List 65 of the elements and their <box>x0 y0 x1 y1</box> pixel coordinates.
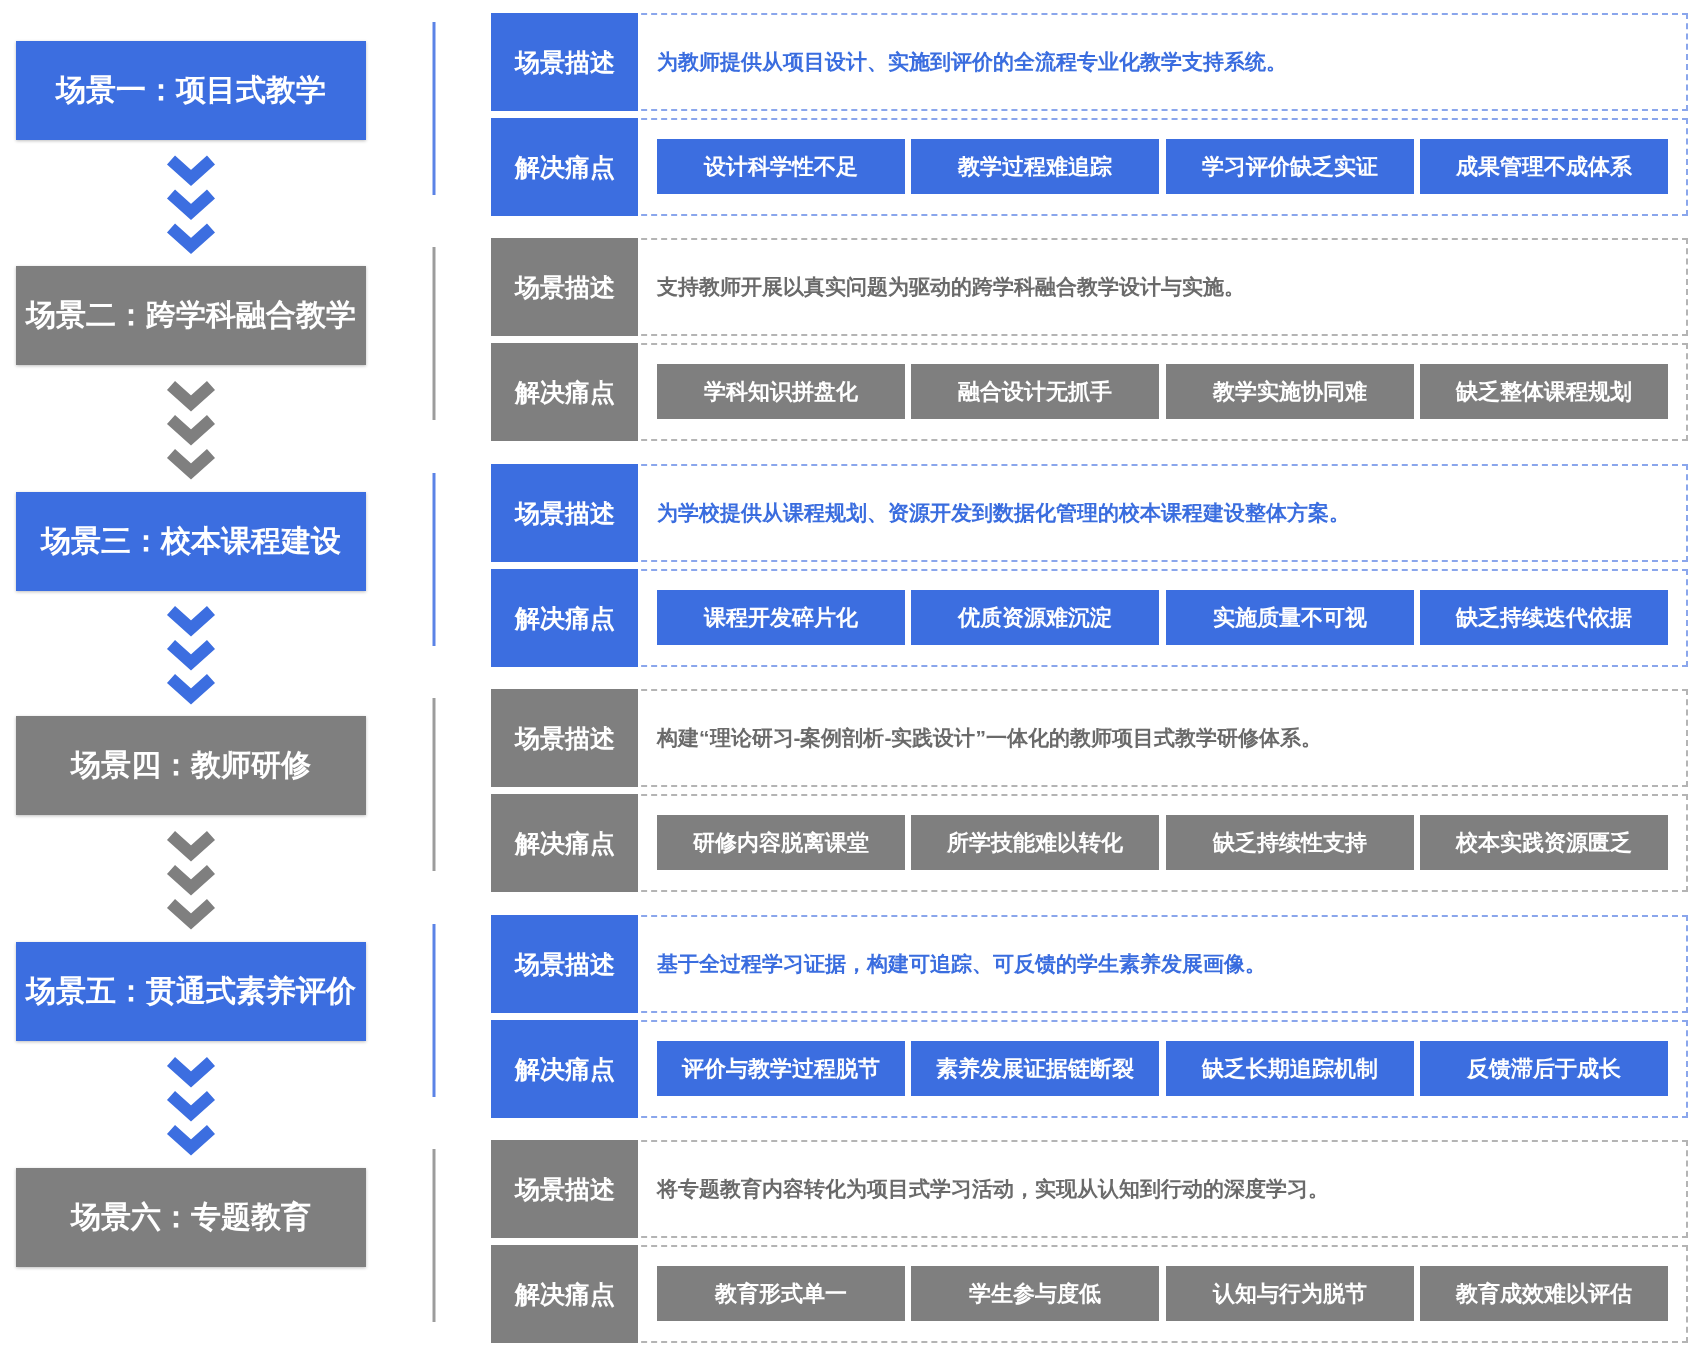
pain-point-tag: 教育形式单一 <box>657 1266 905 1321</box>
scene-box: 场景三：校本课程建设 <box>16 492 366 591</box>
description-text: 为学校提供从课程规划、资源开发到数据化管理的校本课程建设整体方案。 <box>657 500 1350 526</box>
pain-point-tag: 教育成效难以评估 <box>1420 1266 1668 1321</box>
row-header: 解决痛点 <box>491 1245 638 1343</box>
pain-point-row <box>491 343 1688 441</box>
description-row <box>491 689 1688 787</box>
pain-point-tag: 设计科学性不足 <box>657 139 905 194</box>
description-text: 构建“理论研习-案例剖析-实践设计”一体化的教师项目式教学研修体系。 <box>657 725 1322 751</box>
pain-point-row <box>491 1245 1688 1343</box>
pain-point-tag: 认知与行为脱节 <box>1166 1266 1414 1321</box>
chevron-arrow <box>165 604 217 705</box>
pain-point-row <box>491 569 1688 667</box>
scene-box: 场景四：教师研修 <box>16 716 366 815</box>
row-header: 解决痛点 <box>491 1020 638 1118</box>
pain-point-tag: 实施质量不可视 <box>1166 590 1414 645</box>
chevron-arrow <box>165 1055 217 1156</box>
description-row <box>491 238 1688 336</box>
scene-box: 场景五：贯通式素养评价 <box>16 942 366 1041</box>
pain-point-tag: 素养发展证据链断裂 <box>911 1041 1159 1096</box>
pain-point-tag: 所学技能难以转化 <box>911 815 1159 870</box>
pain-point-tag: 课程开发碎片化 <box>657 590 905 645</box>
description-text: 为教师提供从项目设计、实施到评价的全流程专业化教学支持系统。 <box>657 49 1287 75</box>
row-header: 场景描述 <box>491 915 638 1013</box>
row-header: 解决痛点 <box>491 569 638 667</box>
row-header: 解决痛点 <box>491 794 638 892</box>
description-row <box>491 915 1688 1013</box>
description-row <box>491 13 1688 111</box>
pain-point-tag: 学科知识拼盘化 <box>657 364 905 419</box>
pain-point-tag: 缺乏持续性支持 <box>1166 815 1414 870</box>
row-header: 解决痛点 <box>491 343 638 441</box>
pain-point-tag: 学生参与度低 <box>911 1266 1159 1321</box>
chevron-arrow <box>165 829 217 930</box>
chevron-arrow <box>165 154 217 255</box>
description-row <box>491 1140 1688 1238</box>
pain-point-tag: 缺乏整体课程规划 <box>1420 364 1668 419</box>
pain-point-row <box>491 1020 1688 1118</box>
row-header: 场景描述 <box>491 13 638 111</box>
row-header: 场景描述 <box>491 1140 638 1238</box>
scene-box: 场景二：跨学科融合教学 <box>16 266 366 365</box>
row-header: 场景描述 <box>491 464 638 562</box>
scene-box: 场景一：项目式教学 <box>16 41 366 140</box>
row-header: 解决痛点 <box>491 118 638 216</box>
pain-point-tag: 反馈滞后于成长 <box>1420 1041 1668 1096</box>
description-text: 基于全过程学习证据，构建可追踪、可反馈的学生素养发展画像。 <box>657 951 1266 977</box>
pain-point-tag: 研修内容脱离课堂 <box>657 815 905 870</box>
description-row <box>491 464 1688 562</box>
pain-point-tag: 评价与教学过程脱节 <box>657 1041 905 1096</box>
pain-point-tag: 优质资源难沉淀 <box>911 590 1159 645</box>
description-text: 支持教师开展以真实问题为驱动的跨学科融合教学设计与实施。 <box>657 274 1245 300</box>
row-header: 场景描述 <box>491 689 638 787</box>
pain-point-tag: 缺乏持续迭代依据 <box>1420 590 1668 645</box>
pain-point-tag: 学习评价缺乏实证 <box>1166 139 1414 194</box>
chevron-arrow <box>165 379 217 480</box>
pain-point-row <box>491 794 1688 892</box>
pain-point-tag: 校本实践资源匮乏 <box>1420 815 1668 870</box>
row-header: 场景描述 <box>491 238 638 336</box>
scene-box: 场景六：专题教育 <box>16 1168 366 1267</box>
pain-point-tag: 教学实施协同难 <box>1166 364 1414 419</box>
pain-point-tag: 教学过程难追踪 <box>911 139 1159 194</box>
pain-point-row <box>491 118 1688 216</box>
pain-point-tag: 融合设计无抓手 <box>911 364 1159 419</box>
description-text: 将专题教育内容转化为项目式学习活动，实现从认知到行动的深度学习。 <box>657 1176 1329 1202</box>
pain-point-tag: 成果管理不成体系 <box>1420 139 1668 194</box>
pain-point-tag: 缺乏长期追踪机制 <box>1166 1041 1414 1096</box>
